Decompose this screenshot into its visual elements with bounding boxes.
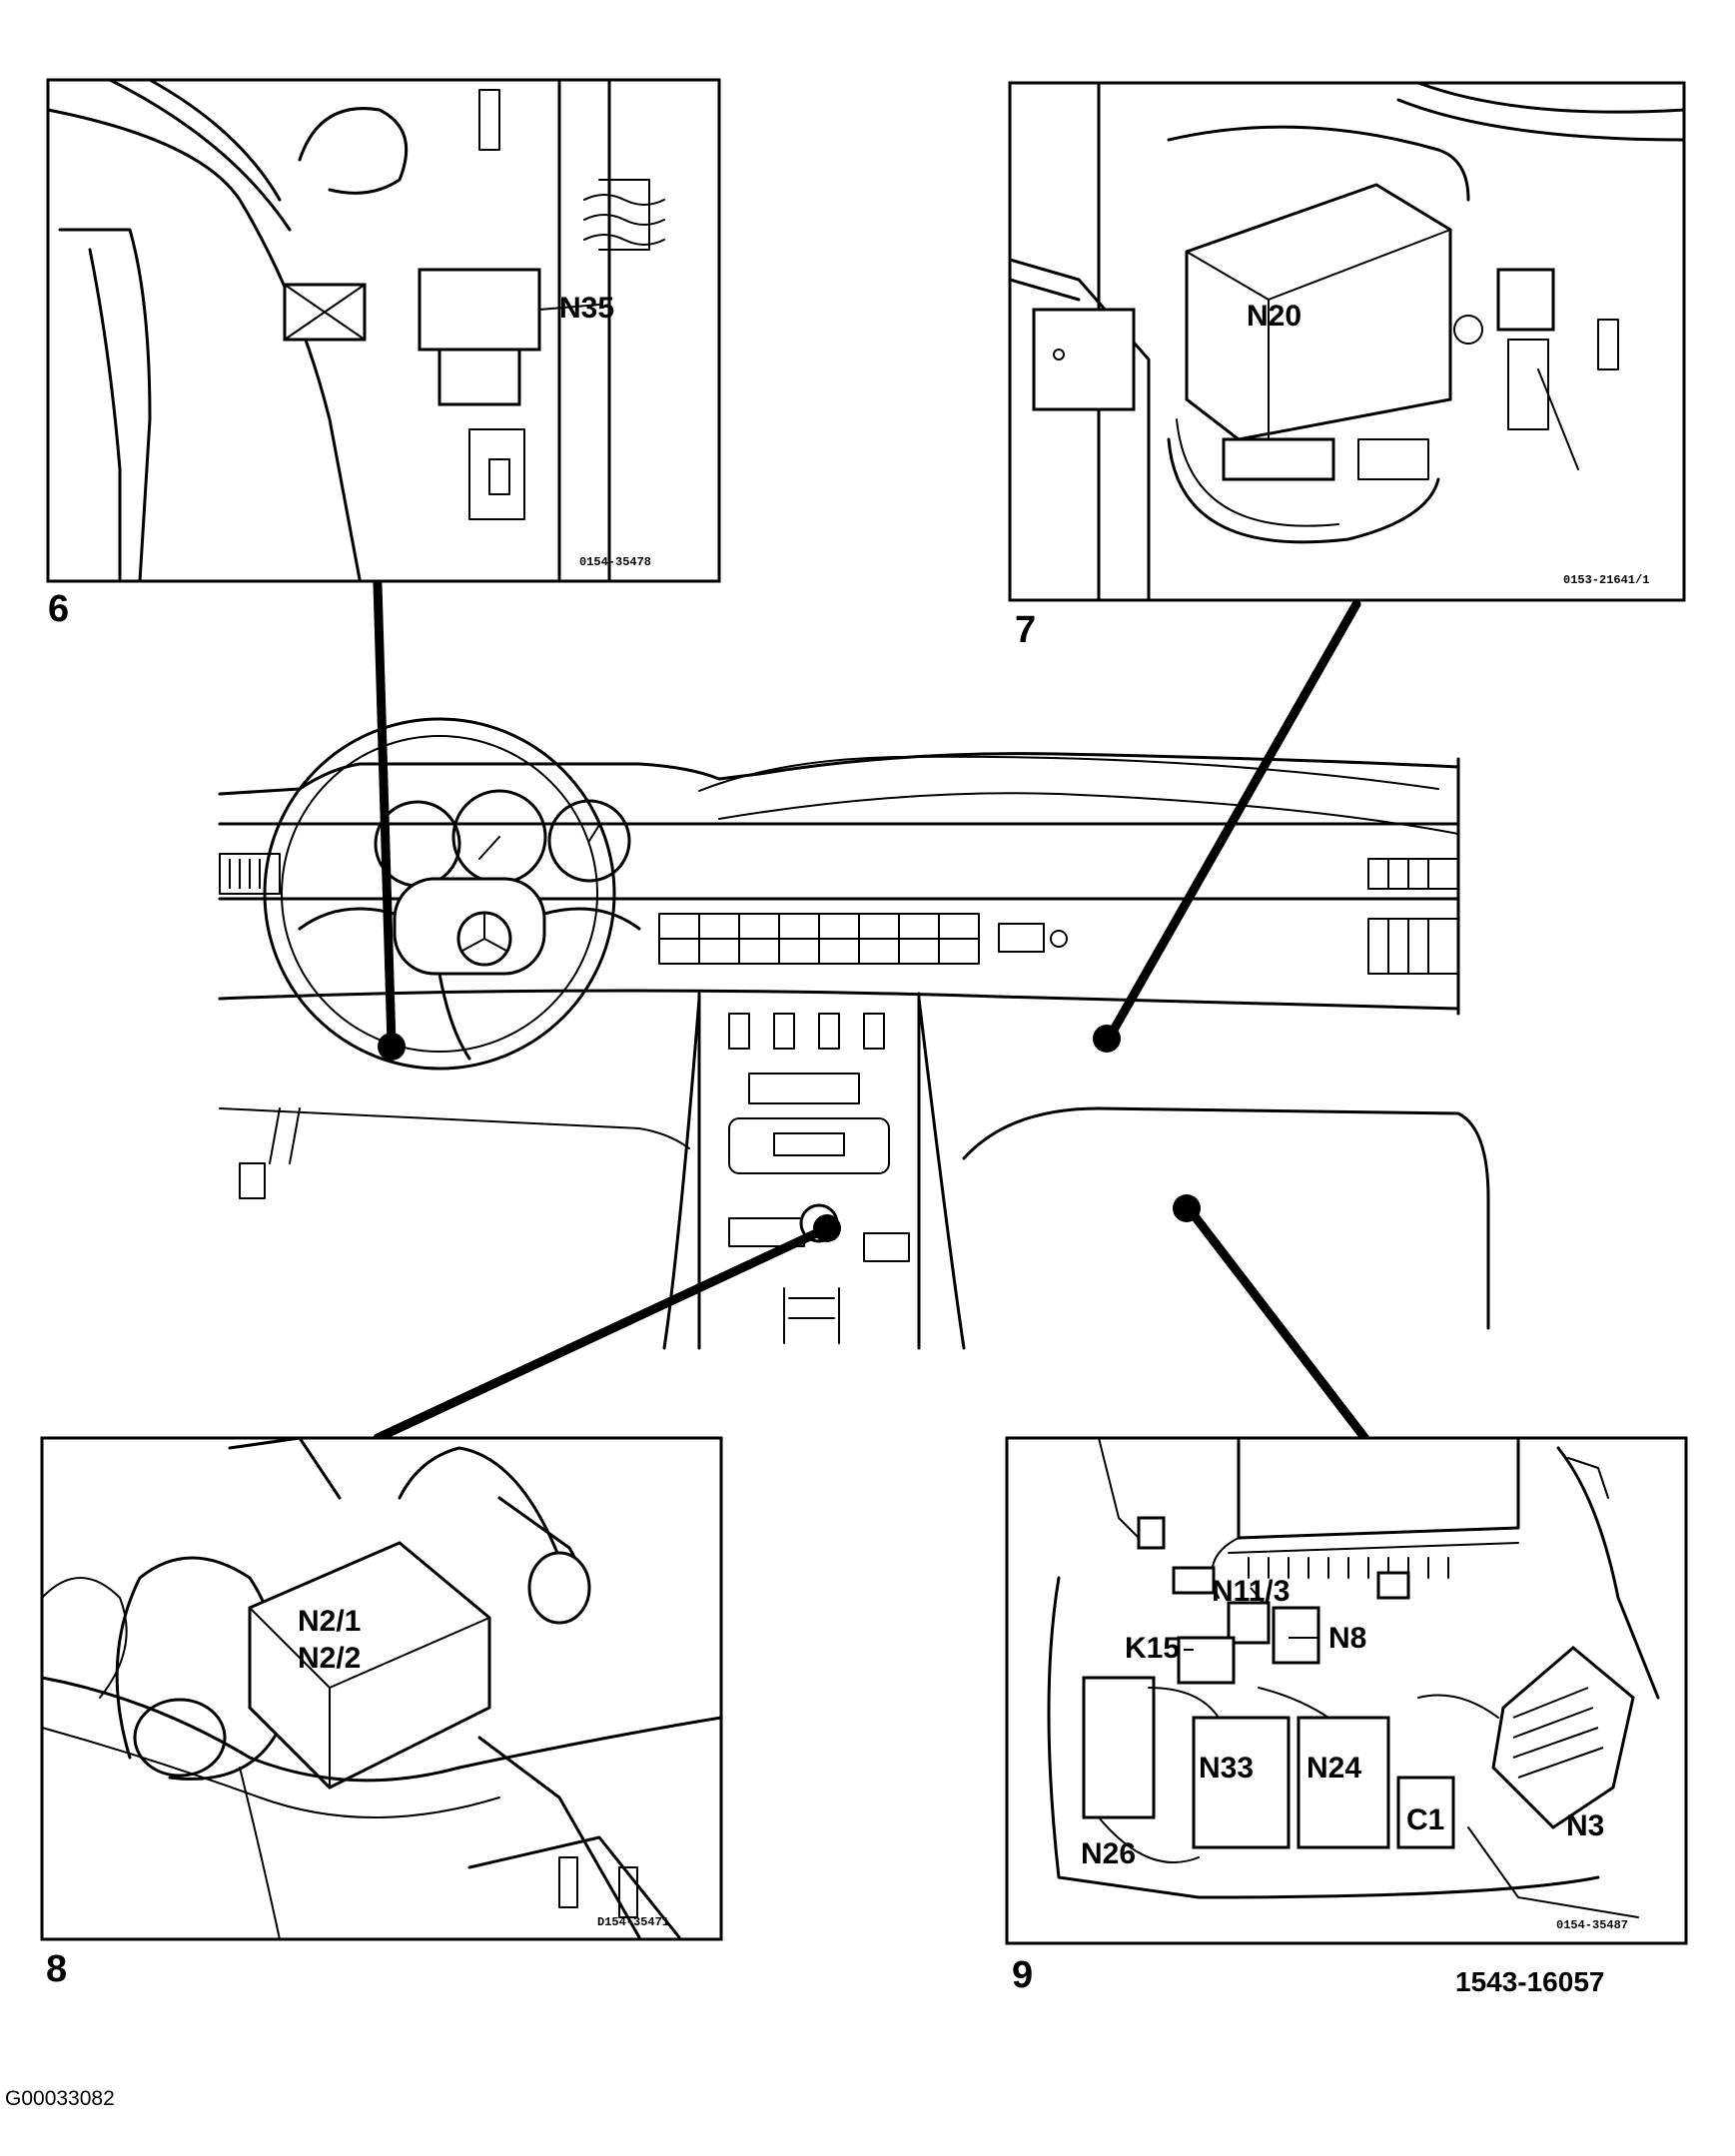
label-n20: N20	[1247, 300, 1301, 333]
image-id: G00033082	[5, 2087, 115, 2110]
leader-panel-7	[1104, 599, 1361, 1044]
module-n20-box	[1185, 183, 1452, 441]
label-c1: C1	[1406, 1803, 1444, 1836]
location-dot-n20	[1093, 1025, 1121, 1053]
star-emblem	[456, 911, 512, 967]
label-n8: N8	[1328, 1622, 1366, 1655]
panel-9-code: 0154-35487	[1556, 1918, 1628, 1932]
label-k15: K15	[1125, 1632, 1180, 1665]
label-n2-2: N2/2	[298, 1642, 361, 1675]
panel-8-code: D154-35471	[597, 1915, 669, 1929]
panel-6-code: 0154-35478	[579, 555, 651, 569]
dashboard-overview	[218, 717, 1490, 1350]
label-n3: N3	[1566, 1809, 1604, 1842]
label-n24: N24	[1306, 1752, 1361, 1785]
panel-8-number: 8	[46, 1948, 67, 1990]
location-dot-n35	[378, 1033, 406, 1061]
module-n3	[1491, 1646, 1635, 1829]
panel-7-number: 7	[1015, 609, 1036, 651]
module-n33	[1192, 1716, 1291, 1849]
panel-7-code: 0153-21641/1	[1563, 573, 1649, 587]
center-vents	[658, 913, 1068, 965]
location-dot-n2	[813, 1214, 841, 1242]
leader-panel-8	[373, 1223, 832, 1443]
location-dot-glovebox	[1173, 1194, 1201, 1222]
detail-panel-8: N2/1 N2/2 D154-35471 8	[40, 1436, 723, 1990]
panel-9-number: 9	[1012, 1954, 1033, 1996]
label-n26: N26	[1081, 1837, 1136, 1870]
glove-box	[962, 1106, 1490, 1330]
panel-6-number: 6	[48, 588, 69, 630]
label-n2-1: N2/1	[298, 1605, 361, 1638]
center-console	[662, 992, 966, 1350]
leader-panel-6	[373, 579, 397, 1050]
detail-panel-9: N11/3 N8 K15 N33 N24 C1 N3 N26 0154-3548…	[1005, 1436, 1688, 1996]
module-c1	[1396, 1776, 1455, 1849]
left-vent	[219, 853, 281, 895]
gauge-right	[547, 799, 631, 883]
module-n35-box	[418, 268, 541, 352]
label-n35: N35	[559, 292, 614, 325]
label-n33: N33	[1199, 1752, 1254, 1785]
figure-number: 1543-16057	[1455, 1966, 1604, 1997]
module-n24	[1297, 1716, 1390, 1849]
detail-panel-7: N20 0153-21641/1 7	[1008, 81, 1686, 651]
module-n26	[1082, 1676, 1156, 1819]
label-n11-3: N11/3	[1212, 1575, 1290, 1608]
leader-panel-9	[1184, 1203, 1371, 1445]
module-n2-box	[248, 1541, 491, 1790]
detail-panel-6: N35 0154-35478 6	[46, 78, 721, 630]
right-vents	[1367, 858, 1459, 975]
leader-lines	[373, 579, 1371, 1445]
